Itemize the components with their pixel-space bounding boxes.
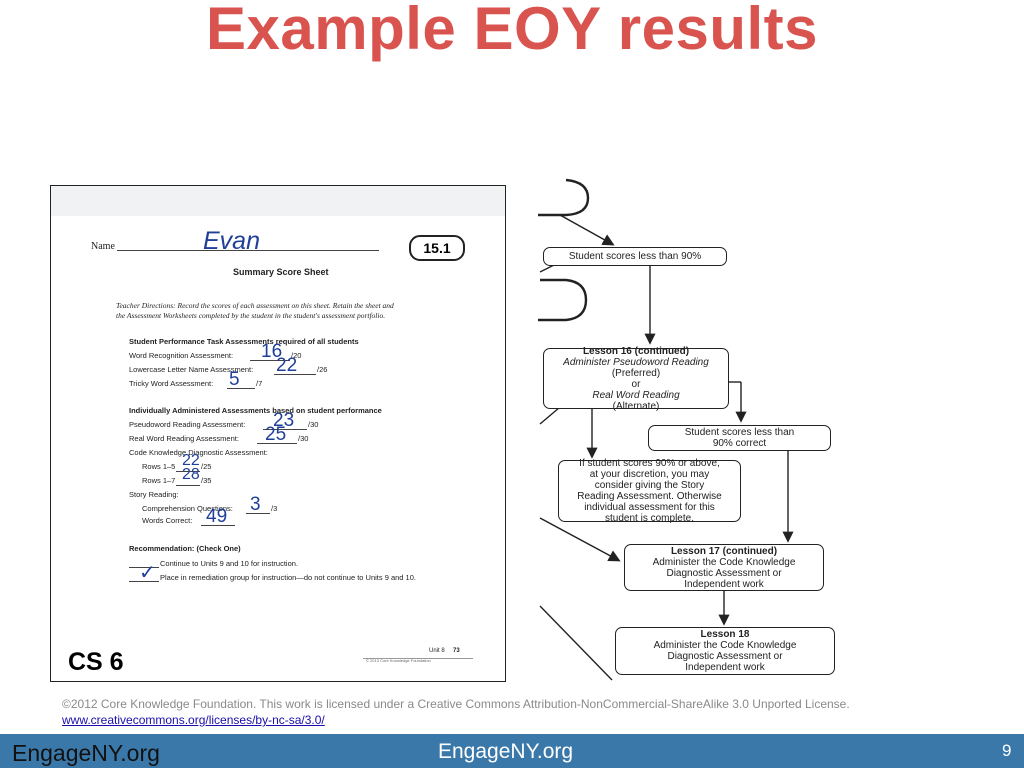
score-sheet-image: Name Evan 15.1 Summary Score Sheet Teach…: [50, 185, 506, 682]
flow-box-title: Lesson 17 (continued): [670, 545, 778, 557]
footer-logo-text: EngageNY.org: [12, 740, 160, 766]
name-label: Name: [91, 241, 115, 252]
flow-box-title: Lesson 18: [700, 629, 750, 640]
check-mark: ✓: [139, 562, 156, 584]
flow-box-text: or: [631, 378, 641, 390]
comprehension-score: 3: [250, 494, 261, 515]
flow-box-text: 90% correct: [712, 438, 767, 449]
story-reading-label: Story Reading:: [129, 490, 179, 499]
comprehension-total: /3: [271, 504, 278, 513]
flow-box-text: Diagnostic Assessment or: [667, 651, 783, 662]
tricky-score: 5: [229, 369, 240, 390]
student-name: Evan: [203, 227, 260, 255]
flow-box-text: Independent work: [685, 662, 765, 673]
score-underline: [176, 471, 200, 472]
checkbox-line: [129, 567, 159, 568]
flow-box-lesson-17: Lesson 17 (continued) Administer the Cod…: [624, 544, 824, 591]
flow-box-text: If student scores 90% or above,: [579, 458, 720, 469]
flow-box-text: Student scores less than 90%: [568, 251, 702, 262]
realword-label: Real Word Reading Assessment:: [129, 434, 239, 443]
sheet-heading: Summary Score Sheet: [233, 267, 329, 277]
flow-box-text: at your discretion, you may: [589, 469, 710, 480]
license-link[interactable]: www.creativecommons.org/licenses/by-nc-s…: [62, 713, 325, 727]
flow-box-text: Real Word Reading: [592, 389, 680, 401]
lowercase-score: 22: [276, 355, 298, 376]
flow-box-text: Administer the Code Knowledge: [652, 556, 796, 568]
lowercase-total: /26: [317, 365, 328, 374]
recommendation-label: Recommendation: (Check One): [129, 544, 241, 553]
flow-box-text: consider giving the Story: [594, 480, 705, 491]
realword-total: /30: [298, 434, 309, 443]
flow-box-90-or-above: If student scores 90% or above, at your …: [558, 458, 741, 524]
code-knowledge-label: Code Knowledge Diagnostic Assessment:: [129, 448, 268, 457]
comprehension-label: Comprehension Questions:: [142, 504, 233, 513]
caption-cs6: CS 6: [68, 648, 124, 676]
rows-1-5-score: 22: [182, 452, 200, 469]
pseudoword-total: /30: [308, 420, 319, 429]
score-underline: [274, 374, 316, 375]
option-continue: Continue to Units 9 and 10 for instructi…: [160, 559, 298, 568]
license-text: ©2012 Core Knowledge Foundation. This wo…: [62, 697, 850, 711]
sheet-footer-line: [363, 658, 473, 659]
flow-box-text: (Alternate): [612, 400, 660, 412]
sheet-page: 73: [453, 648, 460, 654]
flow-box-text: Administer the Code Knowledge: [653, 640, 797, 651]
pseudoword-score: 23: [273, 410, 295, 431]
score-underline: [257, 443, 297, 444]
section-individual: Individually Administered Assessments ba…: [129, 406, 382, 415]
word-recognition-label: Word Recognition Assessment:: [129, 351, 234, 360]
footer-bar: EngageNY.org EngageNY.org 9: [0, 734, 1024, 768]
flow-box-text: student is complete.: [605, 513, 694, 524]
words-correct-score: 49: [206, 506, 228, 527]
footer-site-name: EngageNY.org: [438, 740, 574, 763]
flow-box-lesson-16: Lesson 16 (continued) Administer Pseudow…: [543, 345, 729, 412]
sheet-unit: Unit 8: [429, 648, 445, 654]
flow-box-text: individual assessment for this: [584, 502, 715, 513]
sheet-scan-band: [51, 186, 505, 216]
name-underline: [117, 250, 379, 251]
score-underline: [263, 429, 307, 430]
lowercase-label: Lowercase Letter Name Assessment:: [129, 365, 254, 374]
word-recognition-score: 16: [261, 341, 283, 362]
option-remediation: Place in remediation group for instructi…: [160, 573, 416, 582]
word-recognition-total: /20: [291, 351, 302, 360]
words-correct-label: Words Correct:: [142, 516, 193, 525]
flow-box-lesson-18: Lesson 18 Administer the Code Knowledge …: [615, 627, 835, 675]
score-underline: [201, 525, 235, 526]
score-underline: [246, 513, 270, 514]
realword-score: 25: [265, 424, 287, 445]
rows-1-7-label: Rows 1–7: [142, 476, 176, 485]
flow-box-text: Administer Pseudoword Reading: [563, 356, 709, 368]
checkbox-line: [129, 581, 159, 582]
tricky-total: /7: [256, 379, 263, 388]
flow-box-text: Diagnostic Assessment or: [666, 567, 782, 579]
slide-number: 9: [1002, 741, 1012, 760]
pseudoword-label: Pseudoword Reading Assessment:: [129, 420, 246, 429]
lesson-badge: 15.1: [409, 235, 465, 261]
score-underline: [250, 360, 290, 361]
section-required: Student Performance Task Assessments req…: [129, 337, 359, 346]
sheet-copyright: © 2013 Core Knowledge Foundation: [366, 658, 431, 663]
flow-box-less-than-90-correct: Student scores less than 90% correct: [648, 425, 831, 451]
flow-box-text: Student scores less than: [684, 427, 795, 438]
rows-1-7-score: 28: [182, 466, 200, 483]
slide-title: Example EOY results: [205, 0, 819, 62]
flow-box-text: Reading Assessment. Otherwise: [577, 491, 722, 502]
flow-box-less-than-90: Student scores less than 90%: [543, 247, 727, 266]
score-underline: [176, 485, 200, 486]
flow-box-text: (Preferred): [611, 367, 661, 379]
directions-line-1: Teacher Directions: Record the scores of…: [116, 301, 394, 310]
score-underline: [227, 388, 255, 389]
tricky-label: Tricky Word Assessment:: [129, 379, 214, 388]
directions-line-2: the Assessment Worksheets completed by t…: [116, 311, 386, 320]
rows-1-5-total: /25: [201, 462, 212, 471]
rows-1-5-label: Rows 1–5: [142, 462, 176, 471]
rows-1-7-total: /35: [201, 476, 212, 485]
flow-box-title: Lesson 16 (continued): [582, 345, 690, 357]
flow-box-text: Independent work: [684, 578, 764, 590]
